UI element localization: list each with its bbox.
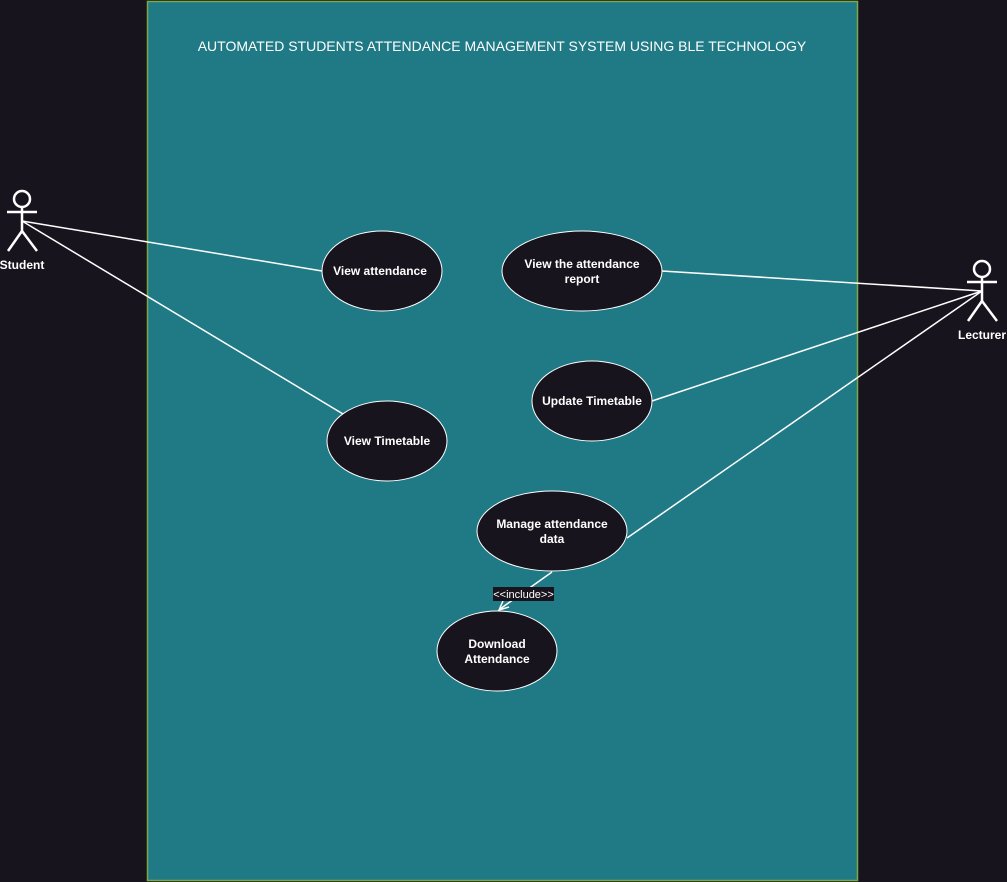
use-case-view-attendance[interactable]: View attendance [321, 230, 443, 312]
use-case-shape [501, 230, 663, 312]
include-label-background [493, 587, 554, 601]
use-case-download-attendance[interactable]: Download Attendance [436, 610, 558, 692]
stick-figure-icon [6, 189, 38, 252]
association-student-view-timetable [21, 220, 344, 415]
actor-student[interactable]: Student [0, 189, 44, 272]
association-student-view-attendance [21, 220, 323, 272]
use-case-shape [476, 490, 628, 572]
actor-label: Student [0, 258, 44, 272]
use-case-update-timetable[interactable]: Update Timetable [531, 360, 653, 442]
association-lecturer-update-timetable [651, 290, 983, 402]
use-case-label: report [565, 272, 600, 286]
actor-label: Lecturer [958, 328, 1006, 342]
use-case-shape [531, 360, 653, 442]
association-lecturer-view-report [661, 270, 983, 292]
actor-lecturer[interactable]: Lecturer [958, 259, 1006, 342]
use-case-label: View Timetable [344, 434, 431, 448]
association-lecturer-manage-data [626, 290, 983, 539]
use-case-manage-attendance-data[interactable]: Manage attendance data [476, 490, 628, 572]
system-boundary [146, 0, 859, 882]
include-arrowhead [497, 600, 510, 612]
use-case-shape [321, 230, 443, 312]
use-case-shape [326, 400, 448, 482]
stick-figure-icon [966, 259, 998, 322]
use-case-view-report[interactable]: View the attendance report [501, 230, 663, 312]
use-case-label: Update Timetable [542, 394, 642, 408]
use-case-label: View the attendance [524, 257, 639, 271]
use-case-label: Attendance [464, 652, 530, 666]
include-label: <<include>> [493, 589, 554, 601]
use-case-view-timetable[interactable]: View Timetable [326, 400, 448, 482]
use-case-label: Download [468, 637, 525, 651]
use-case-shape [436, 610, 558, 692]
use-case-label: View attendance [333, 264, 427, 278]
use-case-label: Manage attendance [496, 517, 608, 531]
system-title: AUTOMATED STUDENTS ATTENDANCE MANAGEMENT… [198, 38, 807, 54]
use-case-label: data [540, 532, 565, 546]
